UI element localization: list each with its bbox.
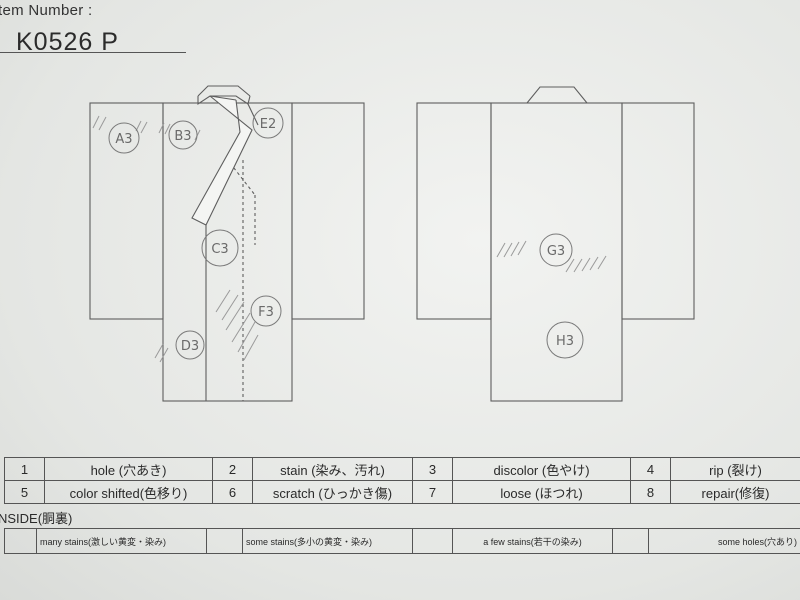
legend-label: hole (穴あき) xyxy=(44,457,213,481)
pencil-hatching xyxy=(92,115,607,363)
front-right-sleeve xyxy=(291,102,365,320)
front-damage-labels: A3 B3 E2 C3 F3 D3 xyxy=(115,117,276,354)
mark-circle-d3 xyxy=(175,330,205,360)
inside-checkbox-cell xyxy=(612,528,649,554)
mark-circle-b3 xyxy=(168,120,198,150)
mark-e2: E2 xyxy=(260,117,277,132)
legend-number: 6 xyxy=(212,480,253,504)
back-damage-circles xyxy=(539,233,584,359)
legend-row: 5 color shifted(色移り) 6 scratch (ひっかき傷) 7… xyxy=(4,480,800,504)
mark-d3: D3 xyxy=(181,339,199,354)
front-damage-circles xyxy=(108,107,284,360)
mark-g3: G3 xyxy=(547,244,565,259)
inside-row: many stains(激しい黄変・染み) some stains(多小の黄変・… xyxy=(4,528,800,554)
mark-c3: C3 xyxy=(211,242,228,257)
mark-circle-c3 xyxy=(201,229,239,267)
kimono-front xyxy=(89,85,365,402)
inside-lining-title: NSIDE(胴裏) xyxy=(0,511,73,526)
mark-circle-h3 xyxy=(546,321,584,359)
inside-checkbox-cell xyxy=(206,528,243,554)
inside-lining-table: many stains(激しい黄変・染み) some stains(多小の黄変・… xyxy=(4,528,800,554)
legend-label: color shifted(色移り) xyxy=(44,480,213,504)
legend-number: 1 xyxy=(4,457,45,481)
item-number-label: tem Number : xyxy=(0,2,93,19)
legend-label: scratch (ひっかき傷) xyxy=(252,480,413,504)
inside-option-many-stains: many stains(激しい黄変・染み) xyxy=(36,528,207,554)
back-collar xyxy=(526,86,588,104)
mark-h3: H3 xyxy=(556,334,574,349)
legend-label: rip (裂け) xyxy=(670,457,800,481)
back-body xyxy=(490,102,623,402)
back-left-sleeve xyxy=(416,102,492,320)
mark-b3: B3 xyxy=(174,129,191,144)
legend-number: 2 xyxy=(212,457,253,481)
mark-f3: F3 xyxy=(258,305,274,320)
mark-circle-a3 xyxy=(108,122,140,154)
kimono-back xyxy=(416,86,695,402)
legend-label: loose (ほつれ) xyxy=(452,480,631,504)
item-number-underline xyxy=(0,52,186,53)
item-number-value: K0526 P xyxy=(16,28,119,56)
legend-label: stain (染み、汚れ) xyxy=(252,457,413,481)
back-damage-labels: G3 H3 xyxy=(547,244,574,349)
legend-label: repair(修復) xyxy=(670,480,800,504)
damage-legend-table: 1 hole (穴あき) 2 stain (染み、汚れ) 3 discolor … xyxy=(4,457,800,504)
legend-number: 5 xyxy=(4,480,45,504)
inside-option-some-holes: some holes(穴あり) xyxy=(648,528,800,554)
inside-checkbox-cell xyxy=(4,528,37,554)
inside-option-few-stains: a few stains(若干の染み) xyxy=(452,528,613,554)
mark-circle-f3 xyxy=(250,295,282,327)
inside-option-some-stains: some stains(多小の黄変・染み) xyxy=(242,528,413,554)
mark-a3: A3 xyxy=(115,132,132,147)
kimono-diagram: A3 B3 E2 C3 F3 D3 G3 H3 xyxy=(89,85,695,402)
legend-number: 8 xyxy=(630,480,671,504)
legend-label: discolor (色やけ) xyxy=(452,457,631,481)
inside-checkbox-cell xyxy=(412,528,453,554)
legend-number: 3 xyxy=(412,457,453,481)
back-right-sleeve xyxy=(621,102,695,320)
legend-row: 1 hole (穴あき) 2 stain (染み、汚れ) 3 discolor … xyxy=(4,457,800,481)
mark-circle-g3 xyxy=(539,233,573,267)
legend-number: 4 xyxy=(630,457,671,481)
legend-number: 7 xyxy=(412,480,453,504)
mark-circle-e2 xyxy=(252,107,284,139)
